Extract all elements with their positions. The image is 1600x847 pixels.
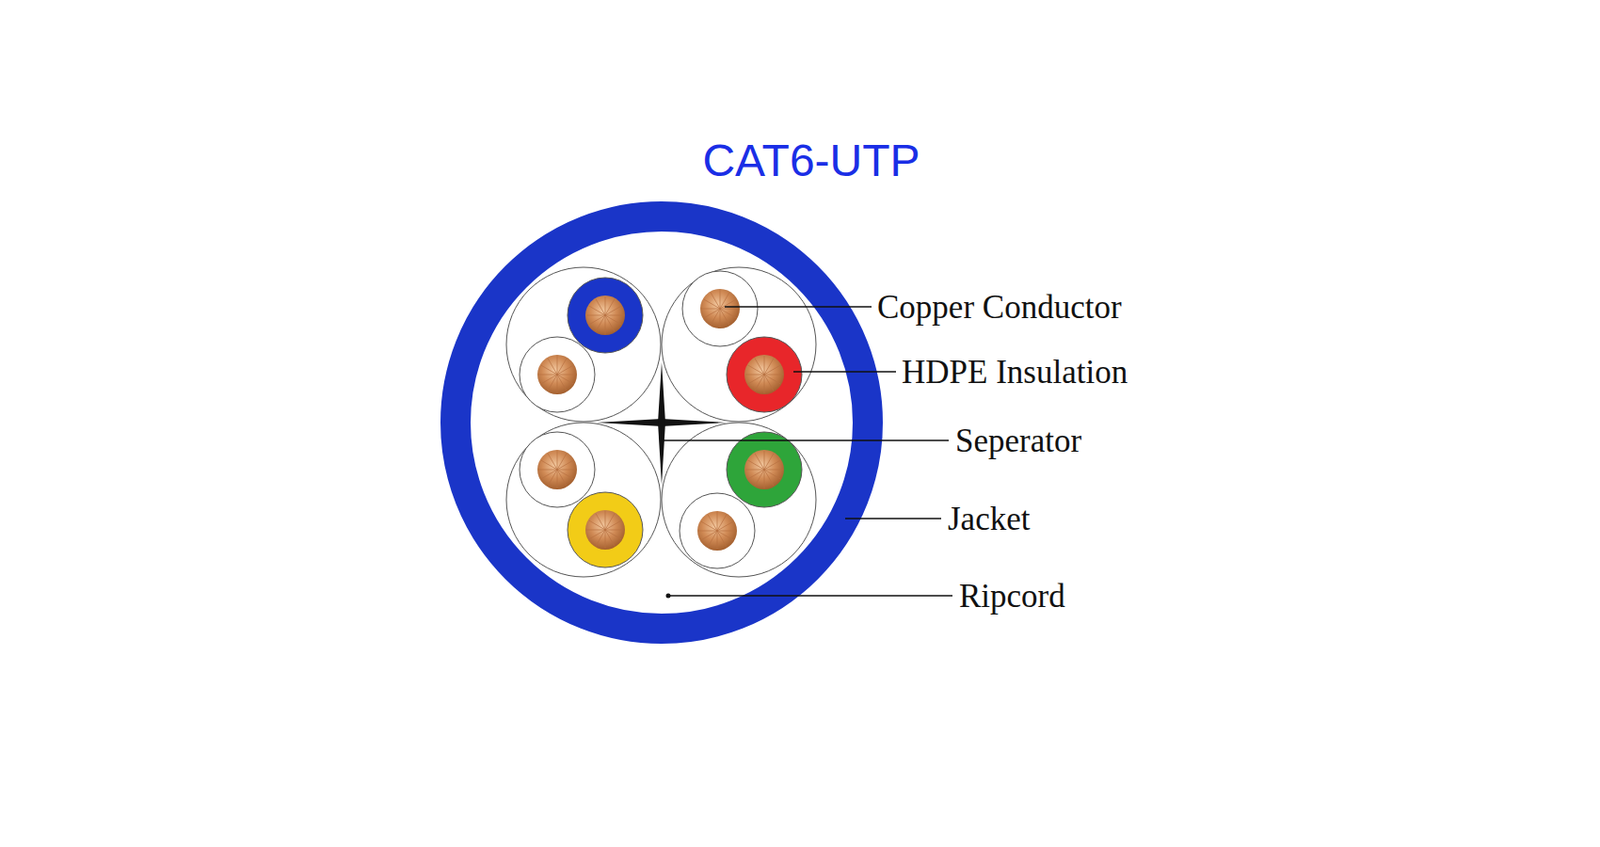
strand-line	[717, 512, 719, 531]
part-label: Jacket	[947, 502, 1030, 536]
strand-line	[701, 308, 720, 310]
strand-line	[698, 530, 718, 532]
strand-line	[557, 469, 559, 489]
part-label: Ripcord	[959, 579, 1066, 613]
strand-line	[717, 530, 727, 547]
insulation	[567, 492, 643, 568]
strand-line	[547, 358, 558, 375]
strand-line	[605, 529, 607, 549]
strand-line	[605, 305, 622, 316]
strand-line	[589, 529, 606, 540]
part-label: HDPE Insulation	[901, 355, 1128, 389]
strand-line	[605, 315, 624, 317]
insulation	[682, 271, 758, 347]
strand-line	[538, 374, 558, 376]
copper-conductor	[744, 449, 784, 490]
strand-line	[745, 374, 765, 376]
insulation	[726, 432, 802, 508]
strand-line	[720, 308, 739, 310]
strand-line	[710, 292, 720, 309]
copper-conductor	[697, 511, 737, 551]
strand-line	[717, 521, 734, 531]
strand-line	[586, 315, 606, 317]
strand-line	[557, 469, 567, 486]
strand-line	[547, 453, 558, 470]
strand-line	[764, 365, 781, 375]
strand-line	[541, 469, 558, 480]
strand-line	[589, 315, 606, 325]
strand-line	[720, 308, 721, 328]
strand-line	[557, 469, 576, 471]
copper-conductor	[537, 449, 577, 490]
conductors	[519, 271, 802, 569]
copper-conductor	[585, 510, 625, 550]
strand-line	[557, 374, 567, 391]
copper-conductor	[537, 354, 577, 395]
strand-line	[717, 530, 719, 550]
insulation	[726, 336, 802, 413]
strand-line	[764, 374, 784, 376]
strand-line	[704, 308, 720, 319]
strand-line	[595, 513, 606, 530]
strand-line	[764, 374, 766, 394]
strand-line	[595, 299, 606, 316]
leader-lines	[663, 306, 953, 596]
diagram-title: CAT6-UTP	[702, 138, 920, 184]
jacket	[455, 216, 868, 629]
copper-conductor	[744, 354, 784, 395]
insulation	[519, 336, 595, 413]
strand-line	[557, 355, 559, 375]
ripcord	[666, 593, 672, 599]
strand-line	[701, 530, 718, 541]
strand-line	[748, 469, 765, 480]
strand-line	[557, 460, 574, 470]
strand-line	[764, 460, 781, 470]
strand-line	[605, 315, 615, 332]
strand-line	[541, 374, 558, 384]
strand-line	[764, 469, 766, 489]
pair-outlines	[506, 267, 816, 577]
strand-line	[605, 315, 607, 335]
strand-line	[764, 469, 774, 486]
strand-line	[745, 469, 765, 471]
part-label: Seperator	[955, 424, 1082, 458]
strand-line	[764, 355, 766, 375]
strand-line	[764, 374, 774, 391]
insulation	[519, 432, 595, 508]
strand-line	[720, 289, 721, 309]
separator	[596, 362, 727, 485]
strand-line	[764, 450, 766, 470]
insulation	[679, 493, 755, 569]
strand-line	[764, 469, 784, 471]
strand-line	[717, 530, 736, 532]
strand-line	[557, 365, 574, 375]
strand-line	[707, 514, 718, 531]
strand-line	[605, 296, 607, 316]
strand-line	[586, 529, 606, 531]
strand-line	[754, 453, 765, 470]
strand-line	[720, 308, 730, 325]
copper-conductor	[700, 288, 740, 329]
strand-line	[605, 529, 615, 546]
strand-line	[605, 529, 624, 531]
strand-line	[557, 374, 559, 394]
strand-line	[557, 450, 559, 470]
insulation	[567, 277, 643, 353]
strand-line	[605, 520, 622, 530]
strand-line	[754, 358, 765, 375]
copper-conductor	[585, 295, 625, 336]
strand-line	[605, 511, 607, 530]
part-label: Copper Conductor	[877, 290, 1122, 324]
strand-line	[557, 374, 576, 376]
strand-line	[538, 469, 558, 471]
strand-line	[748, 374, 765, 384]
